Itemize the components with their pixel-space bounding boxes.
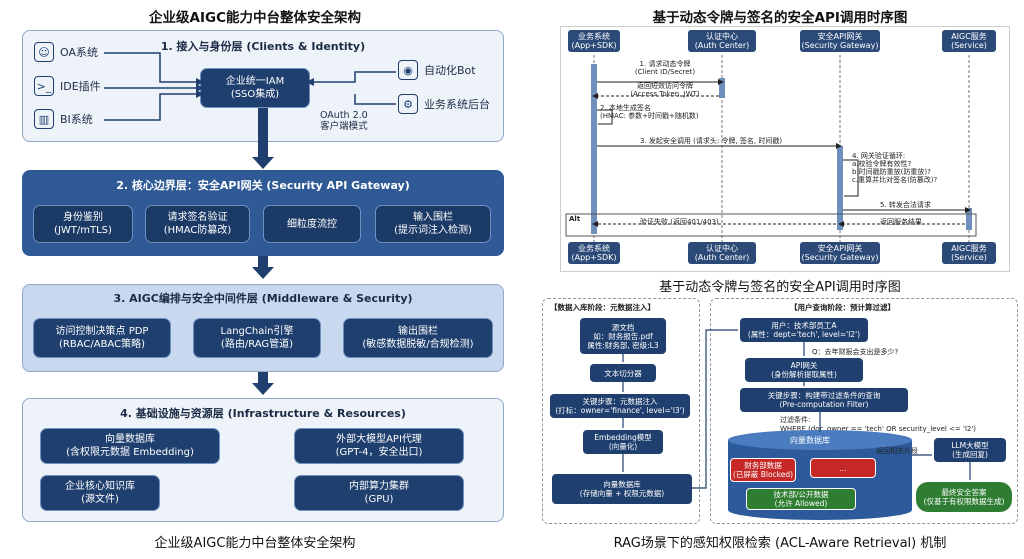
embedding-box: Embedding模型(向量化) — [583, 430, 663, 454]
gw-input-guard-box: 输入围栏(提示词注入检测) — [375, 205, 491, 243]
down-arrow-2 — [252, 267, 274, 279]
msg-3: 2. 本地生成签名(HMAC: 参数+时间戳+随机数) — [600, 104, 699, 121]
client-ide: >_IDE插件 — [34, 76, 101, 96]
gw-auth-box: 身份鉴别(JWT/mTLS) — [33, 205, 133, 243]
filter-condition: 过滤条件:WHERE (doc_owner == 'tech' OR secur… — [780, 416, 976, 433]
store-box: 向量数据库(存储向量 + 权限元数据) — [552, 474, 692, 504]
msg-8: 验证失败 (返回401/403) — [640, 218, 719, 226]
participant-gateway-top: 安全API网关(Security Gateway) — [800, 30, 880, 53]
pdp-box: 访问控制决策点 PDP(RBAC/ABAC策略) — [33, 318, 171, 358]
layer3-title: 3. AIGC编排与安全中间件层 (Middleware & Security) — [113, 292, 413, 305]
client-bi: ▥BI系统 — [34, 109, 93, 129]
output-guard-box: 输出围栏(敏感数据脱敏/合规检测) — [343, 318, 493, 358]
participant-service-bottom: AIGC服务(Service) — [942, 242, 996, 265]
layer4-title: 4. 基础设施与资源层 (Infrastructure & Resources) — [120, 407, 406, 420]
sequence-frame — [560, 26, 1010, 272]
user-question: Q：去年财报会支出是多少? — [812, 348, 899, 356]
participant-auth-top: 认证中心(Auth Center) — [688, 30, 756, 53]
gpu-cluster-box: 内部算力集群(GPU) — [294, 475, 464, 511]
msg-7: 返回服务结果 — [880, 218, 922, 226]
gw-ratelimit-box: 细粒度流控 — [263, 205, 361, 243]
langchain-box: LangChain引擎(路由/RAG管道) — [193, 318, 321, 358]
chart-icon: ▥ — [34, 109, 54, 129]
msg-2: 返回短效访问令牌(Access Token, JWT) — [630, 82, 700, 99]
person-icon: ☺ — [34, 42, 54, 62]
query-panel — [710, 298, 1018, 524]
layer1-connectors — [104, 52, 396, 121]
return-label: 返回相关片段 — [876, 447, 918, 455]
robot-icon: ◉ — [398, 60, 418, 80]
msg-5: 4. 网关验证循环:a.校验令牌有效性?b.时间戳防重放(防重放)?c.重算并比… — [852, 152, 938, 185]
answer-box: 最终安全答案(仅基于有权限数据生成) — [916, 482, 1012, 512]
sequence-lines — [565, 55, 977, 242]
allowed-box: 技术部/公开数据(允许 Allowed) — [746, 488, 856, 510]
client-bot: ◉自动化Bot — [398, 60, 476, 80]
metadata-inject-box: 关键步骤：元数据注入(打标：owner='finance', level='l3… — [550, 394, 690, 418]
layer1-title: 1. 接入与身份层 (Clients & Identity) — [160, 40, 366, 53]
gear-icon: ⚙ — [398, 94, 418, 114]
vdb-label: 向量数据库 — [790, 436, 830, 445]
sequence-title: 基于动态令牌与签名的安全API调用时序图 — [652, 10, 908, 26]
gw-signature-box: 请求签名验证(HMAC防篡改) — [145, 205, 250, 243]
msg-1: 1. 请求动态令牌(Client ID/Secret) — [634, 60, 696, 77]
sequence-caption: 基于动态令牌与签名的安全API调用时序图 — [659, 280, 901, 295]
blocked-box: 财务部数据(已屏蔽 Blocked) — [730, 458, 796, 482]
architecture-title: 企业级AIGC能力中台整体安全架构 — [149, 10, 361, 26]
query-title: 【用户查询阶段：预计算过滤】 — [790, 303, 895, 312]
down-arrow-1 — [252, 157, 274, 169]
participant-app-top: 业务系统(App+SDK) — [568, 30, 620, 53]
msg-4: 3. 发起安全调用 (请求头: 令牌, 签名, 时间戳) — [640, 137, 783, 145]
knowledge-base-box: 企业核心知识库(源文件) — [40, 475, 160, 511]
client-oa: ☺OA系统 — [34, 42, 98, 62]
participant-auth-bottom: 认证中心(Auth Center) — [688, 242, 756, 265]
client-backend: ⚙业务系统后台 — [398, 94, 490, 114]
llm-proxy-box: 外部大模型API代理(GPT-4，安全出口) — [294, 428, 464, 464]
participant-app-bottom: 业务系统(App+SDK) — [568, 242, 620, 265]
layer2-title: 2. 核心边界层：安全API网关 (Security API Gateway) — [116, 179, 410, 192]
iam-box: 企业统一IAM(SSO集成) — [200, 68, 310, 108]
alt-label: Alt — [569, 215, 581, 223]
rag-caption: RAG场景下的感知权限检索 (ACL-Aware Retrieval) 机制 — [613, 536, 947, 551]
vector-db-box: 向量数据库(含权限元数据 Embedding) — [40, 428, 220, 464]
ingest-title: 【数据入库阶段：元数据注入】 — [550, 303, 655, 312]
llm-box: LLM大模型(生成回复) — [934, 438, 1006, 462]
ingest-panel — [542, 298, 700, 524]
participant-service-top: AIGC服务(Service) — [942, 30, 996, 53]
architecture-caption: 企业级AIGC能力中台整体安全架构 — [154, 536, 356, 551]
down-arrow-3 — [252, 383, 274, 395]
participant-gateway-bottom: 安全API网关(Security Gateway) — [800, 242, 880, 265]
splitter-box: 文本切分器 — [590, 364, 656, 382]
filter-box: 关键步骤：构建带过滤条件的查询(Pre-computation Filter) — [740, 388, 908, 412]
terminal-icon: >_ — [34, 76, 54, 96]
msg-6: 5. 转发合法请求 — [880, 201, 931, 209]
user-box: 用户：技术部员工A(属性：dept='tech', level='l2') — [740, 318, 868, 342]
blocked-box-2: … — [810, 458, 876, 478]
rag-gateway-box: API网关(身份解析提取属性) — [745, 358, 863, 382]
